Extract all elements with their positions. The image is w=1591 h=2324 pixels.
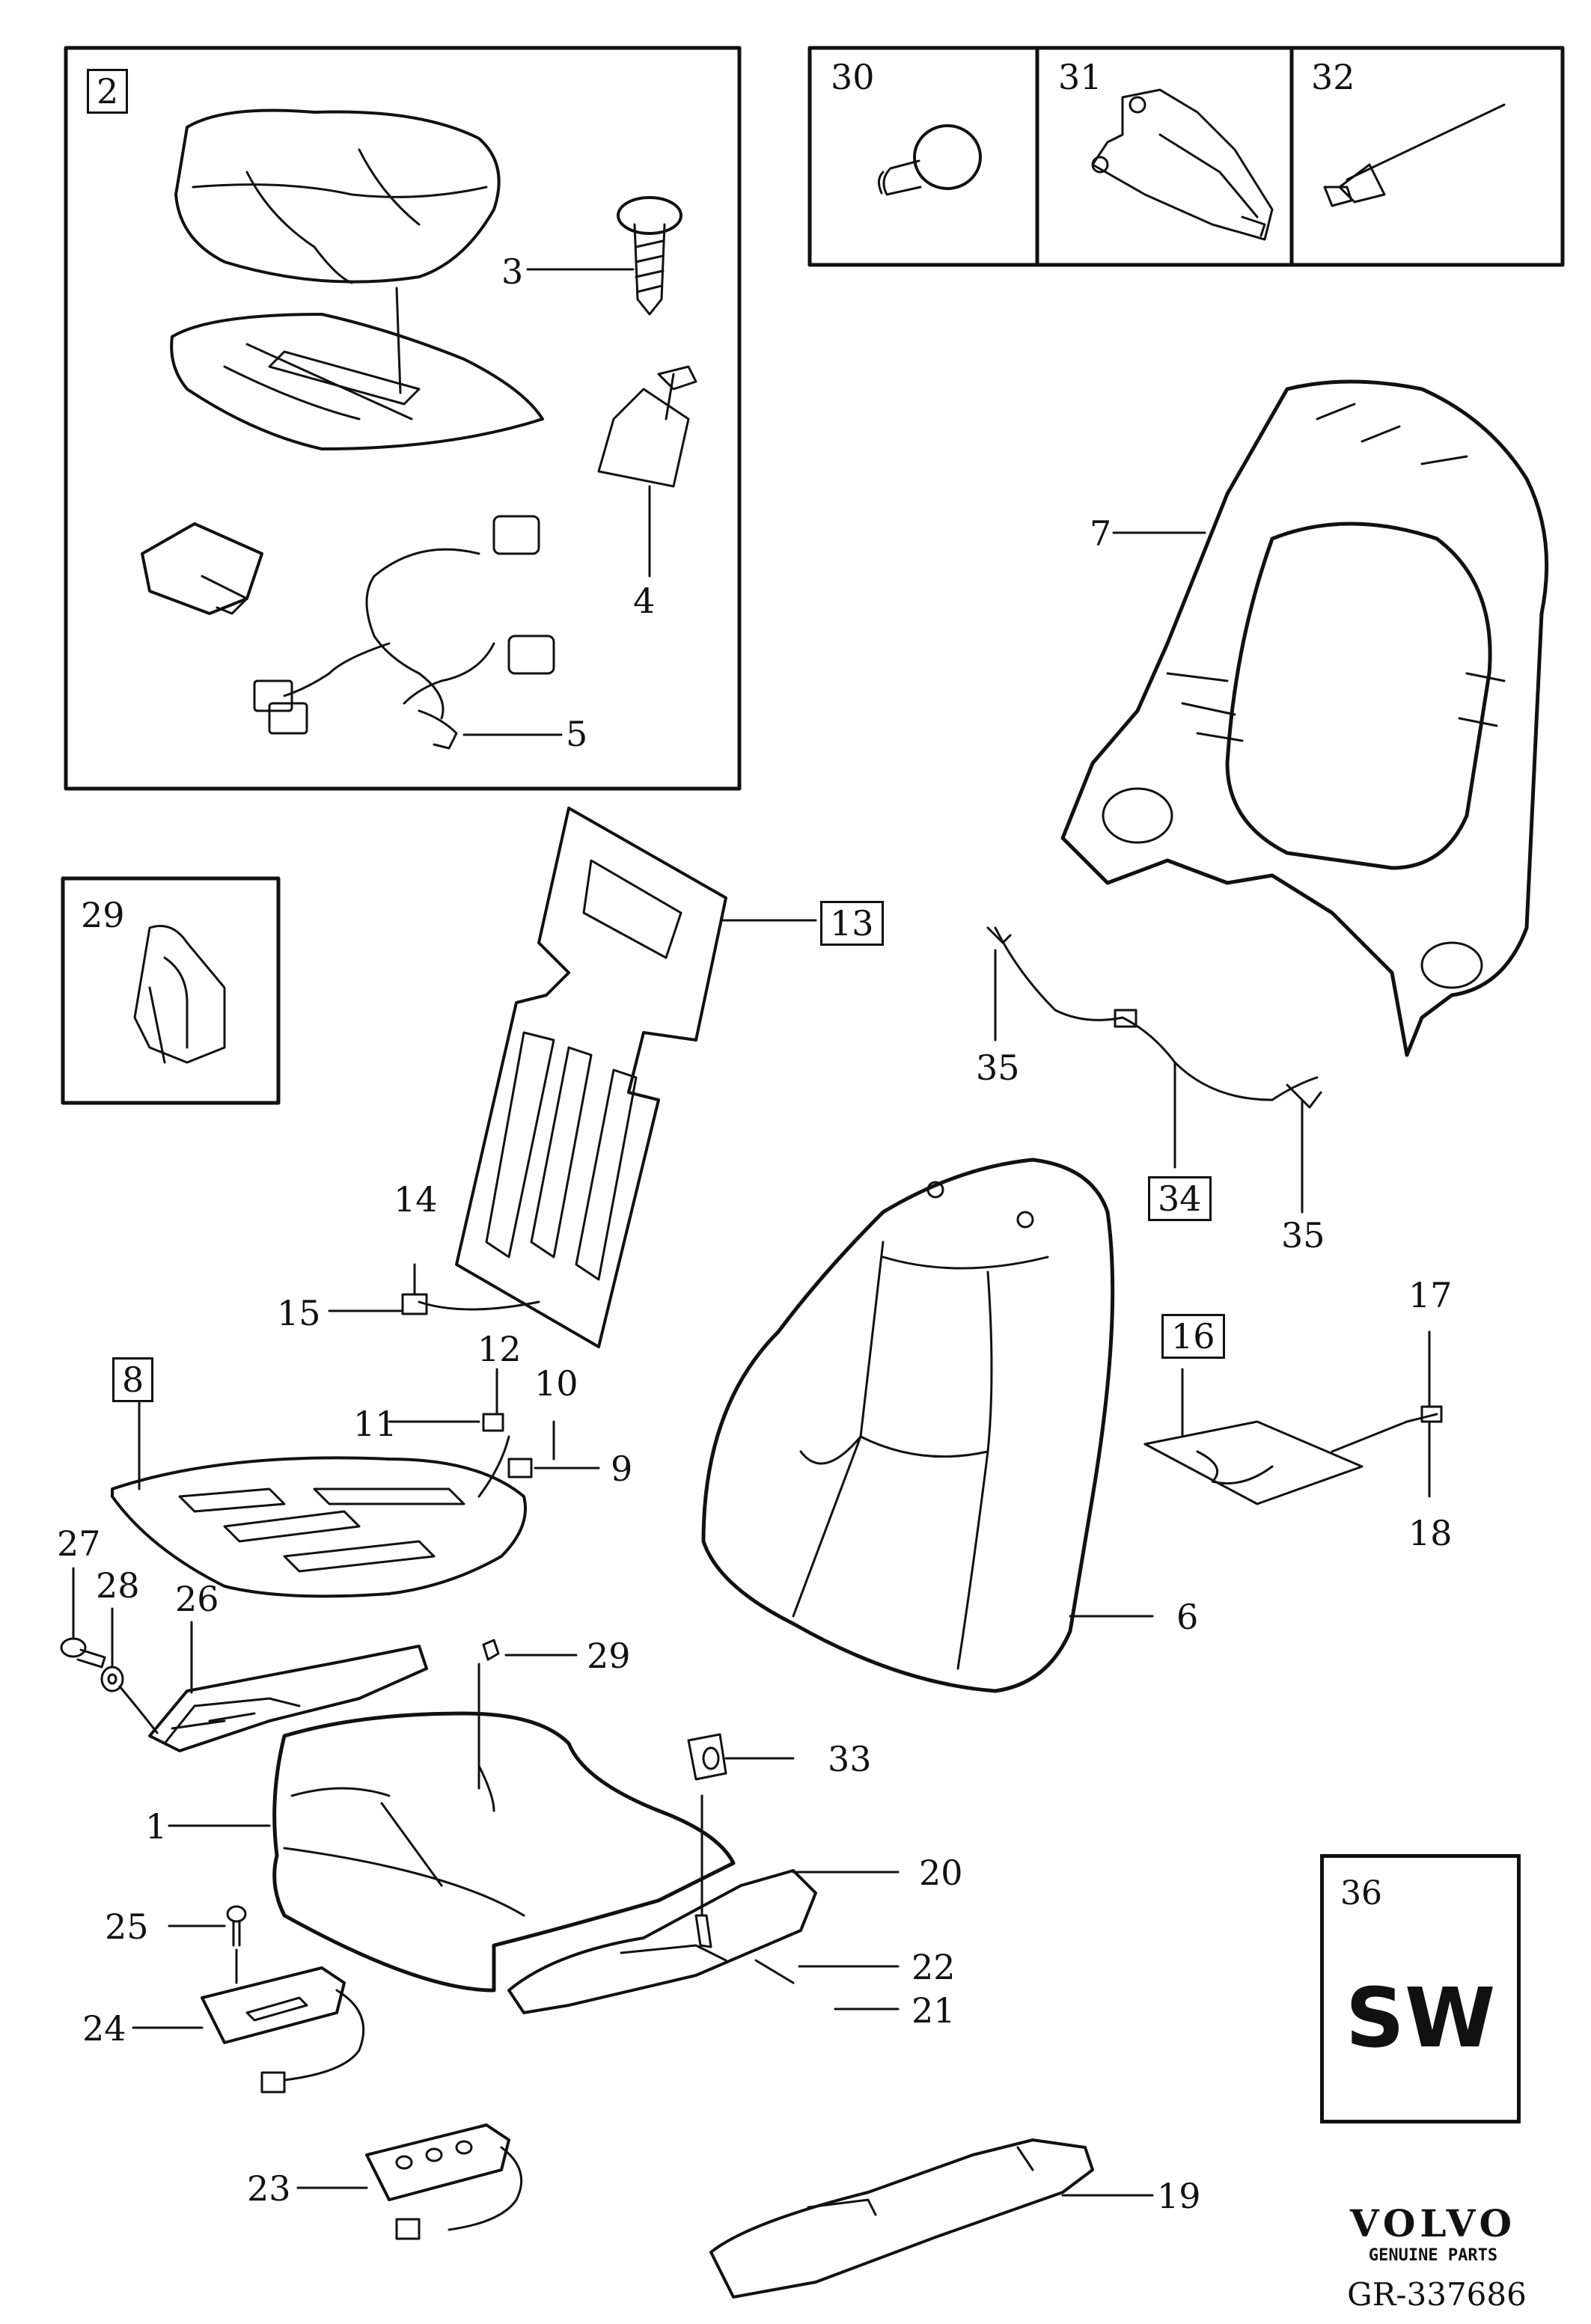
clip-29-small: [482, 1639, 500, 1661]
callout-35: 35: [976, 1048, 1020, 1088]
callout-18: 18: [1408, 1513, 1453, 1553]
callout-23: 23: [247, 2168, 291, 2209]
volvo-logo: VOLVO: [1349, 2201, 1517, 2245]
clip-29-large: [133, 925, 226, 1064]
heat-mat-16: [1143, 1405, 1443, 1505]
callout-20: 20: [919, 1853, 963, 1893]
pin-30: [878, 124, 982, 196]
callout-31: 31: [1058, 57, 1102, 97]
callout-12: 12: [477, 1329, 522, 1369]
wiring-harness-5: [253, 515, 555, 750]
backrest-cushion-6: [701, 1158, 1115, 1693]
clip-4: [597, 365, 697, 488]
leader-28-to-26: [118, 1685, 159, 1734]
seat-cushion-1: [272, 1711, 736, 1993]
backrest-heat-mat-13: [455, 807, 727, 1348]
leader-2-pad: [395, 287, 402, 394]
callout-30: 30: [831, 57, 875, 97]
callout-24: 24: [82, 2008, 126, 2049]
callout-3: 3: [501, 251, 524, 292]
washer-28: [100, 1666, 124, 1692]
callout-2: 2: [87, 69, 129, 114]
callout-16: 16: [1161, 1314, 1225, 1359]
mat-8-lead: [477, 1435, 510, 1498]
callout-9: 9: [611, 1449, 633, 1489]
callout-22: 22: [911, 1947, 956, 1987]
callout-35: 35: [1281, 1215, 1325, 1256]
callout-15: 15: [277, 1293, 321, 1333]
callout-6: 6: [1176, 1597, 1199, 1637]
callout-29: 29: [81, 895, 125, 935]
connector-11: [482, 1413, 504, 1432]
leader-22-stub: [754, 1959, 795, 1984]
callout-25: 25: [105, 1906, 149, 1947]
switch-24: [201, 1966, 365, 2094]
diagram-reference: GR-337686: [1347, 2276, 1527, 2313]
connector-9: [507, 1458, 533, 1479]
variant-box-36: 36 SW: [1320, 1854, 1521, 2123]
group-30-32-frame: [807, 46, 1565, 267]
callout-11: 11: [353, 1404, 397, 1444]
callout-34: 34: [1148, 1176, 1212, 1221]
callout-7: 7: [1090, 513, 1112, 554]
heating-mat-flat: [170, 313, 544, 450]
cushion-heat-mat-8: [111, 1456, 527, 1598]
callout-14: 14: [394, 1179, 438, 1220]
callout-19: 19: [1157, 2176, 1201, 2216]
bolt-27: [60, 1637, 106, 1669]
screw-3: [617, 196, 682, 316]
callout-28: 28: [96, 1565, 140, 1606]
control-module: [141, 522, 263, 615]
brand-tagline: GENUINE PARTS: [1368, 2246, 1498, 2265]
bracket-31: [1091, 88, 1274, 241]
variant-code: SW: [1345, 1970, 1496, 2066]
clip-33: [687, 1733, 727, 1781]
rivet-32: [1323, 103, 1506, 207]
callout-33: 33: [828, 1739, 872, 1779]
heat-mat-lead: [418, 1300, 540, 1311]
callout-5: 5: [566, 714, 588, 754]
callout-13: 13: [820, 901, 884, 946]
group-2-frame: [64, 46, 742, 791]
callout-32: 32: [1311, 57, 1355, 97]
wiring-34: [986, 926, 1322, 1109]
backrest-frame-7: [1060, 379, 1549, 1057]
variant-number: 36: [1340, 1874, 1382, 1912]
callout-10: 10: [534, 1363, 578, 1404]
callout-4: 4: [633, 581, 656, 621]
callout-17: 17: [1408, 1275, 1453, 1315]
callout-26: 26: [175, 1579, 219, 1619]
switch-23: [365, 2123, 523, 2240]
callout-29: 29: [587, 1636, 631, 1676]
group-29-frame: [61, 876, 281, 1105]
callout-27: 27: [57, 1523, 101, 1564]
screw-25: [226, 1905, 247, 1947]
callout-8: 8: [112, 1357, 154, 1402]
side-trim-26: [148, 1645, 428, 1752]
callout-21: 21: [911, 1990, 956, 2031]
callout-1: 1: [145, 1806, 168, 1847]
seat-cushion-pad: [174, 108, 501, 284]
side-panel-19: [709, 2138, 1094, 2299]
